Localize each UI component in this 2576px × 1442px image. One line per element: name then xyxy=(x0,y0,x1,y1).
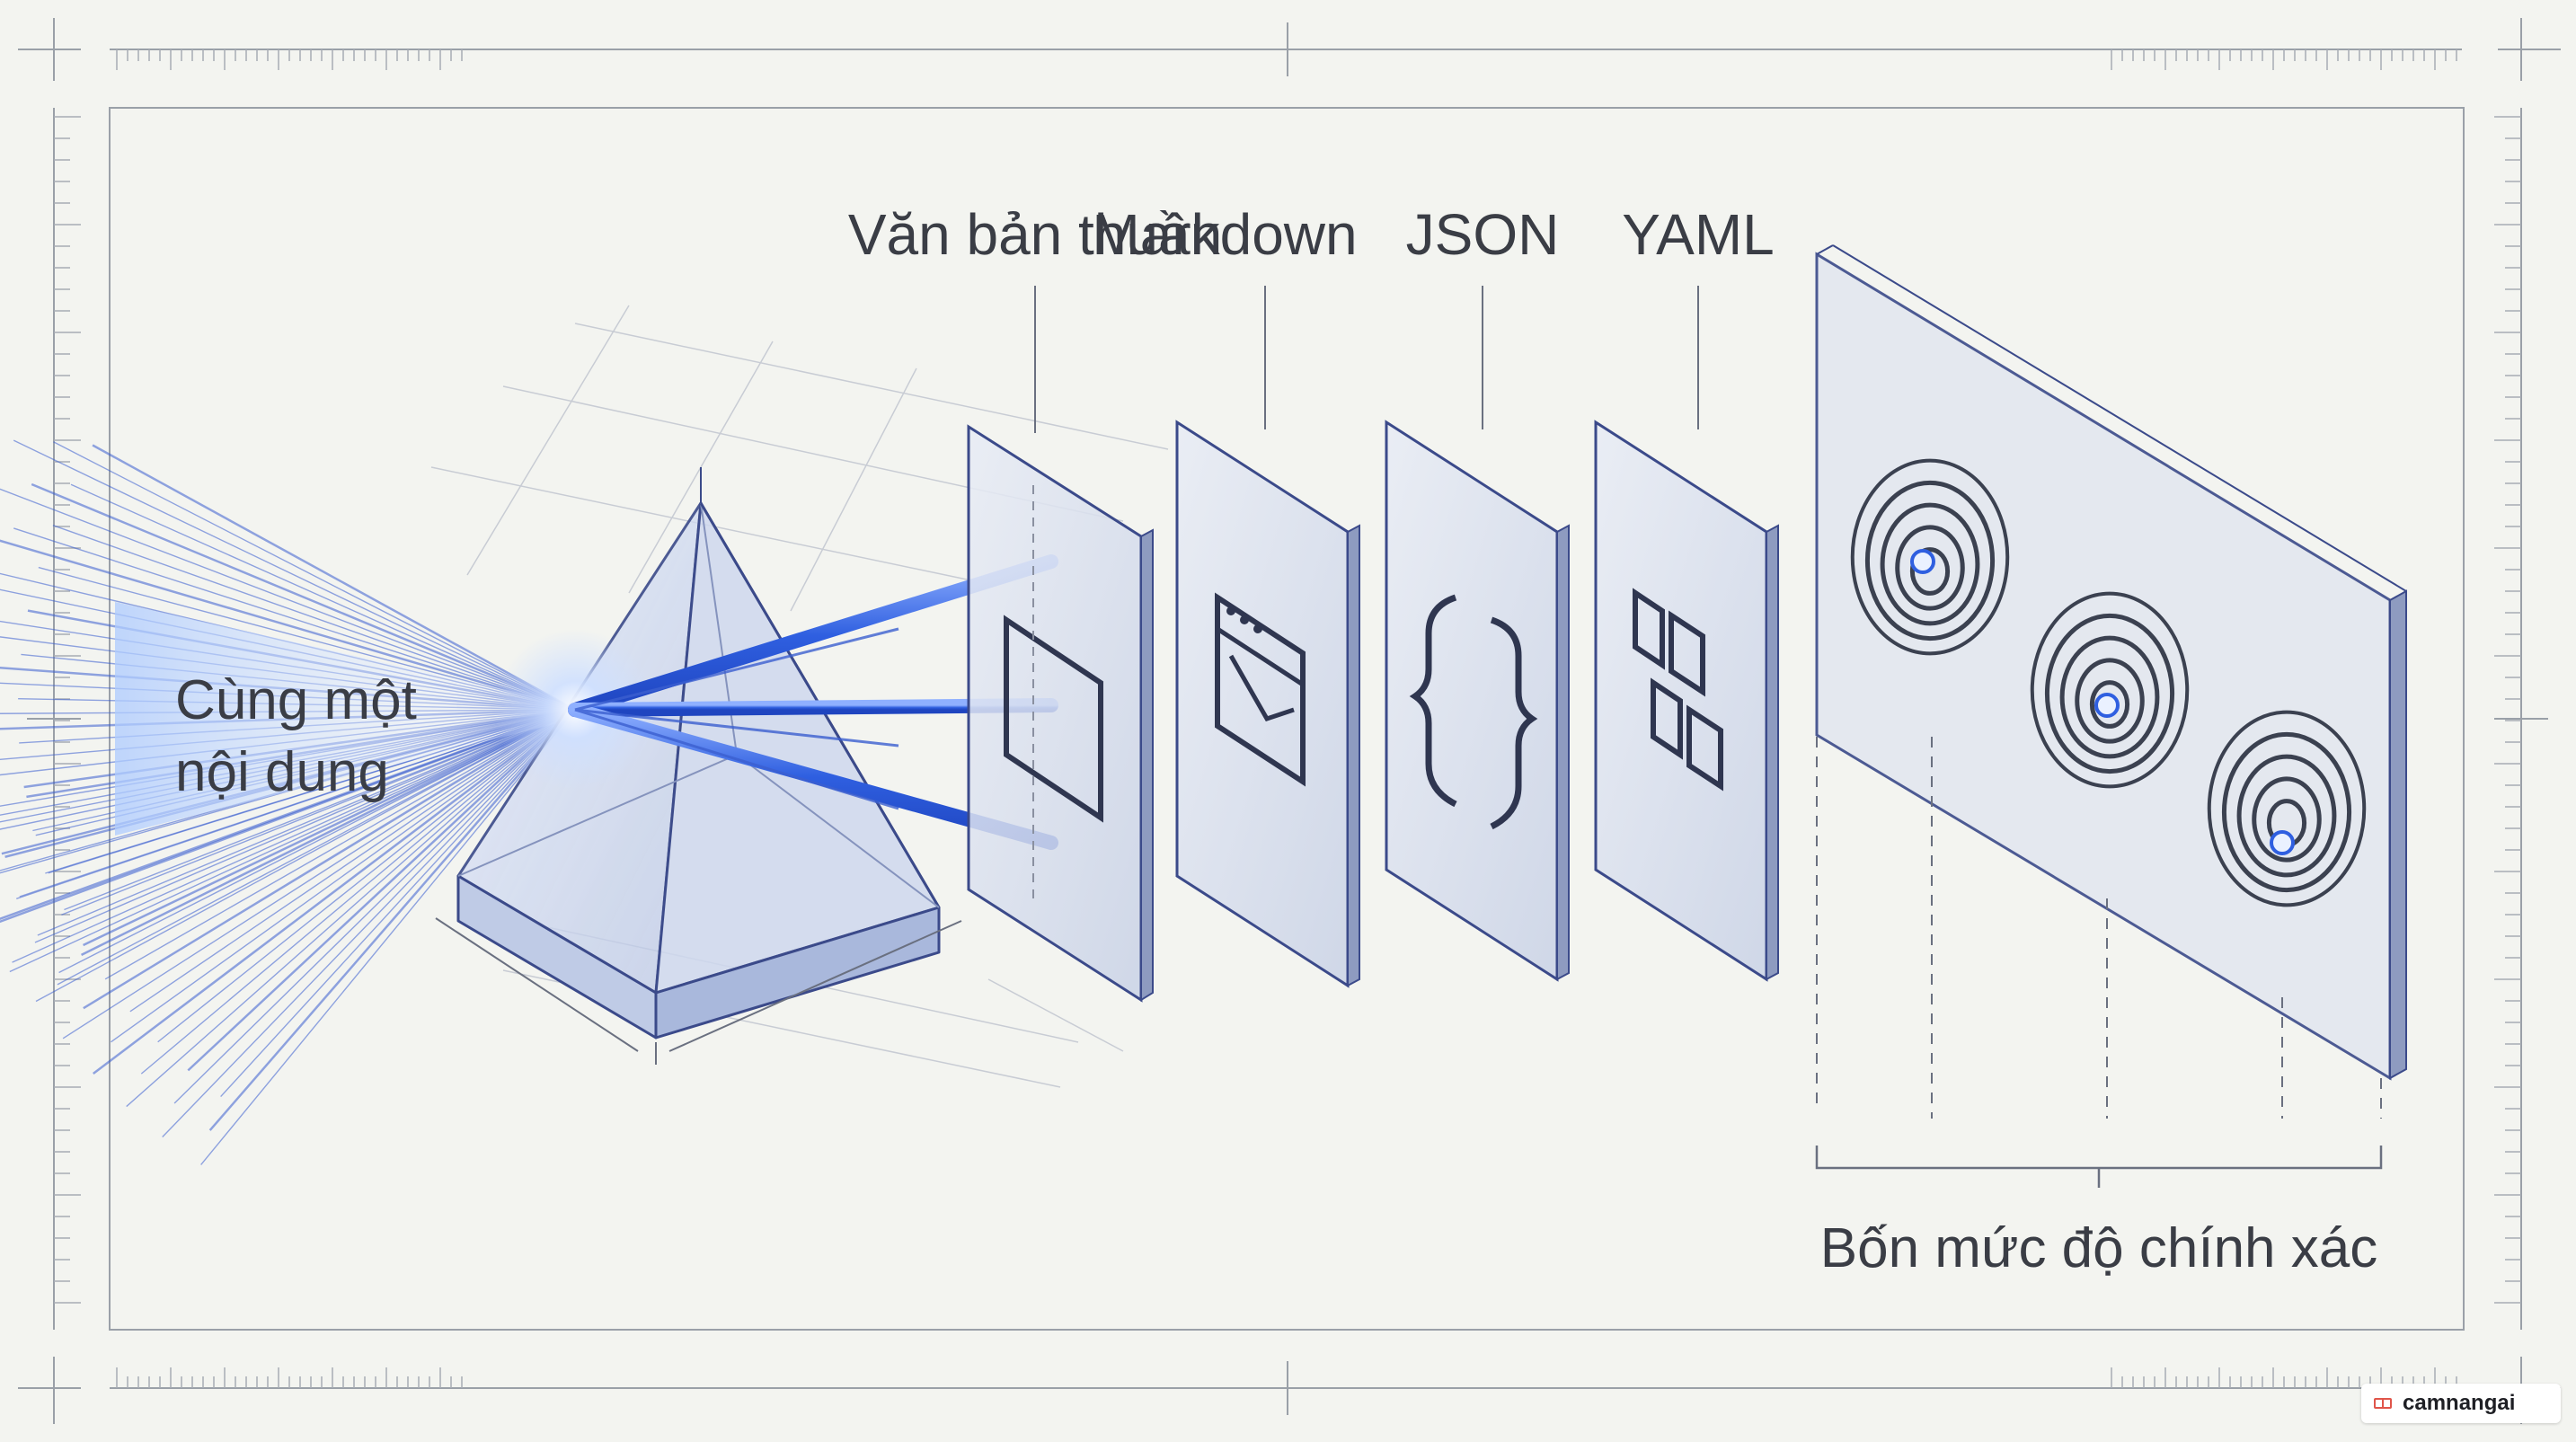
light-cone xyxy=(115,602,575,836)
watermark-badge: camnangai xyxy=(2361,1384,2561,1423)
beam-impacts xyxy=(1910,549,2295,855)
format-label-plain-text: Văn bản thuần xyxy=(848,202,1222,267)
target-label: Bốn mức độ chính xác xyxy=(1820,1217,2377,1279)
watermark-text: camnangai xyxy=(2403,1391,2516,1415)
source-label-line1: Cùng một xyxy=(175,669,417,731)
prism-dimension-lines xyxy=(435,917,962,1065)
prism-inner-rays xyxy=(574,627,899,810)
source-label-line2: nội dung xyxy=(175,741,389,803)
format-label-json: JSON xyxy=(1406,202,1560,267)
format-label-yaml: YAML xyxy=(1622,202,1775,267)
target-bracket xyxy=(1815,1146,2383,1188)
parallel-beams xyxy=(1043,553,2290,851)
book-icon xyxy=(2374,1396,2394,1411)
label-leader-lines xyxy=(1034,286,1699,433)
target-guides xyxy=(1816,737,2382,1119)
format-label-markdown: Markdown xyxy=(1092,202,1357,267)
